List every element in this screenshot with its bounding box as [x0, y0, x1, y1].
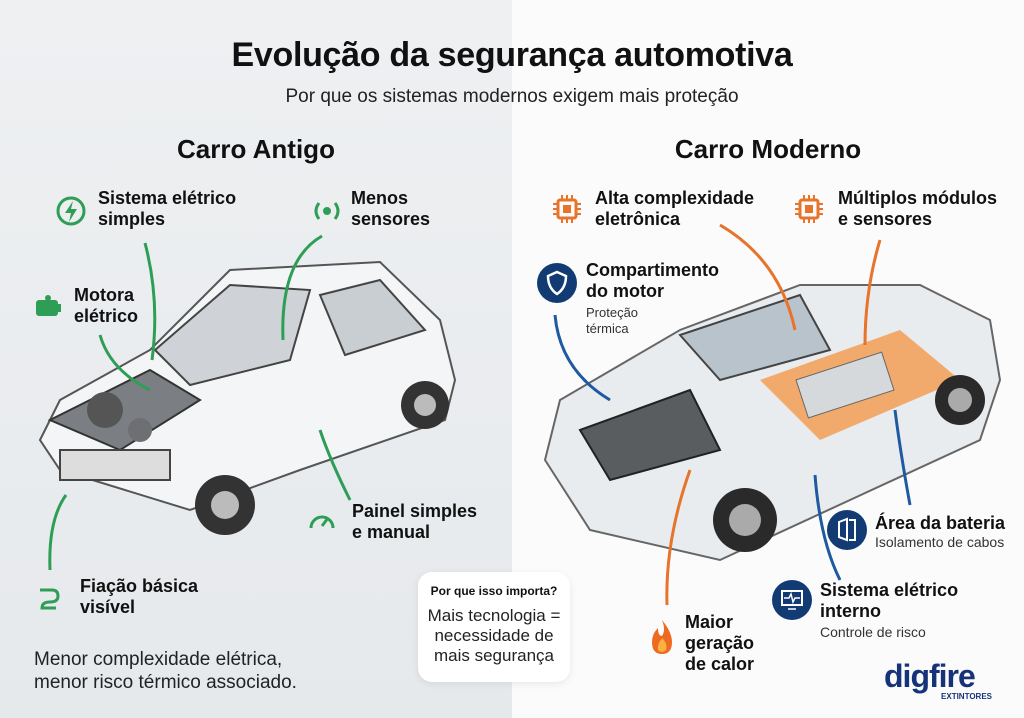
monitor-pulse-icon	[772, 580, 812, 625]
logo-tagline: EXTINTORES	[941, 692, 992, 701]
digfire-logo: digfire EXTINTORES	[884, 660, 1004, 701]
label-line: Alta complexidade	[595, 188, 755, 208]
chip-icon	[552, 194, 582, 229]
label-line: e manual	[352, 522, 431, 542]
label-line: Sistema elétrico	[820, 580, 959, 600]
why-it-matters-callout: Por que isso importa? Mais tecnologia =n…	[418, 572, 570, 682]
summary-line: menor risco térmico associado.	[34, 672, 297, 693]
callout-question: Por que isso importa?	[430, 584, 558, 598]
label-line: Compartimento	[586, 260, 720, 280]
label-line: Área da bateria	[875, 513, 1006, 533]
answer-line: necessidade de	[434, 626, 554, 645]
label-line: eletrônica	[595, 209, 681, 229]
flame-icon	[648, 618, 676, 661]
label-line: elétrico	[74, 306, 139, 326]
gauge-icon	[308, 508, 336, 537]
label-line: sensores	[351, 209, 431, 229]
label-line: Fiação básica	[80, 576, 199, 596]
label-line: e sensores	[838, 209, 933, 229]
arrow	[143, 242, 157, 361]
summary-line: Menor complexidade elétrica,	[34, 649, 283, 670]
chip-icon	[794, 194, 824, 229]
label-line: Maior	[685, 612, 734, 632]
shield-icon	[537, 263, 577, 308]
old-car-heading: Carro Antigo	[177, 134, 335, 164]
page-title: Evolução da segurança automotiva	[231, 36, 793, 74]
label-line: Painel simples	[352, 501, 478, 521]
label-line: Motora	[74, 285, 134, 305]
old-car-illustration	[38, 234, 457, 571]
logo-name: digfire	[884, 658, 976, 694]
label-sub: Proteção	[586, 305, 639, 320]
label-line: Menos	[351, 188, 409, 208]
answer-line: Mais tecnologia =	[427, 606, 561, 625]
label-sub: térmica	[586, 321, 629, 336]
label-line: simples	[98, 209, 166, 229]
plug-icon	[36, 584, 62, 617]
label-line: geração	[685, 633, 755, 653]
label-line: de calor	[685, 654, 755, 674]
label-line: visível	[80, 597, 136, 617]
battery-cells-icon	[827, 510, 867, 555]
label-line: do motor	[586, 281, 664, 301]
label-line: interno	[820, 601, 881, 621]
modern-car-heading: Carro Moderno	[674, 134, 862, 164]
battery-icon	[34, 292, 62, 327]
answer-line: mais segurança	[433, 646, 554, 665]
label-line: Múltiplos módulos	[838, 188, 997, 208]
label-sub: Controle de risco	[820, 624, 926, 640]
sensor-signal-icon	[310, 198, 344, 229]
label-line: Sistema elétrico	[98, 188, 237, 208]
page-subtitle: Por que os sistemas modernos exigem mais…	[285, 86, 739, 107]
lightning-icon	[56, 196, 86, 231]
old-car-summary: Menor complexidade elétrica,menor risco …	[34, 648, 297, 694]
label-sub: Isolamento de cabos	[875, 534, 1005, 550]
